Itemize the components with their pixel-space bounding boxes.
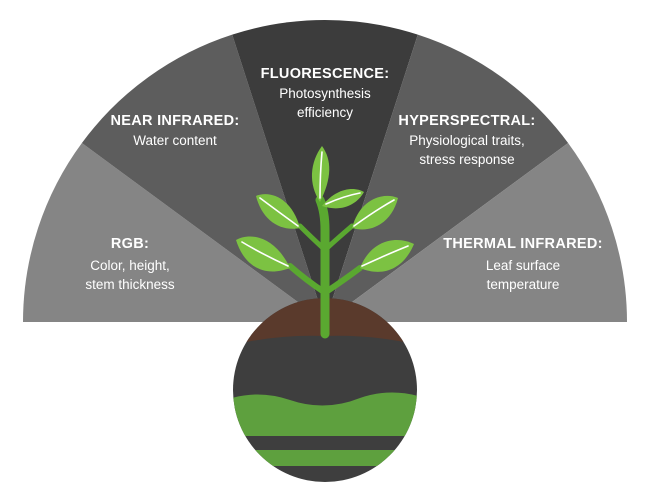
plant-branch-upper-left	[297, 223, 326, 251]
plant-stem	[315, 195, 330, 339]
label-rgb-line-2: stem thickness	[85, 277, 175, 292]
label-fluorescence: FLUORESCENCE: Photosynthesis efficiency	[261, 66, 390, 120]
label-near-infrared-line-1: Water content	[133, 133, 217, 148]
label-fluorescence-title: FLUORESCENCE:	[261, 66, 390, 82]
label-hyperspectral-line-2: stress response	[419, 152, 514, 167]
plant-branch-right	[323, 265, 363, 295]
plant-icon	[236, 146, 414, 339]
label-thermal-infrared-line-1: Leaf surface	[486, 258, 560, 273]
label-rgb: RGB: Color, height, stem thickness	[85, 236, 175, 292]
sector-thermal-infrared	[325, 143, 627, 322]
plant-branch-left	[287, 263, 327, 295]
leaf-veins	[241, 151, 409, 267]
label-rgb-title: RGB:	[111, 236, 149, 252]
label-hyperspectral-line-1: Physiological traits,	[409, 133, 525, 148]
label-rgb-line-1: Color, height,	[90, 258, 170, 273]
soil-green-wave	[233, 392, 417, 436]
label-hyperspectral: HYPERSPECTRAL: Physiological traits, str…	[398, 113, 535, 167]
sector-rgb	[23, 143, 325, 322]
label-near-infrared: NEAR INFRARED: Water content	[110, 113, 239, 148]
label-fluorescence-line-1: Photosynthesis	[279, 86, 371, 101]
label-thermal-infrared: THERMAL INFRARED: Leaf surface temperatu…	[443, 236, 603, 292]
label-near-infrared-title: NEAR INFRARED:	[110, 113, 239, 129]
label-fluorescence-line-2: efficiency	[297, 105, 353, 120]
label-hyperspectral-title: HYPERSPECTRAL:	[398, 113, 535, 129]
label-thermal-infrared-line-2: temperature	[487, 277, 560, 292]
soil-green-band	[233, 450, 417, 466]
label-thermal-infrared-title: THERMAL INFRARED:	[443, 236, 603, 252]
plant-branch-upper-right	[324, 223, 355, 251]
leaf-lower-right	[360, 239, 414, 272]
